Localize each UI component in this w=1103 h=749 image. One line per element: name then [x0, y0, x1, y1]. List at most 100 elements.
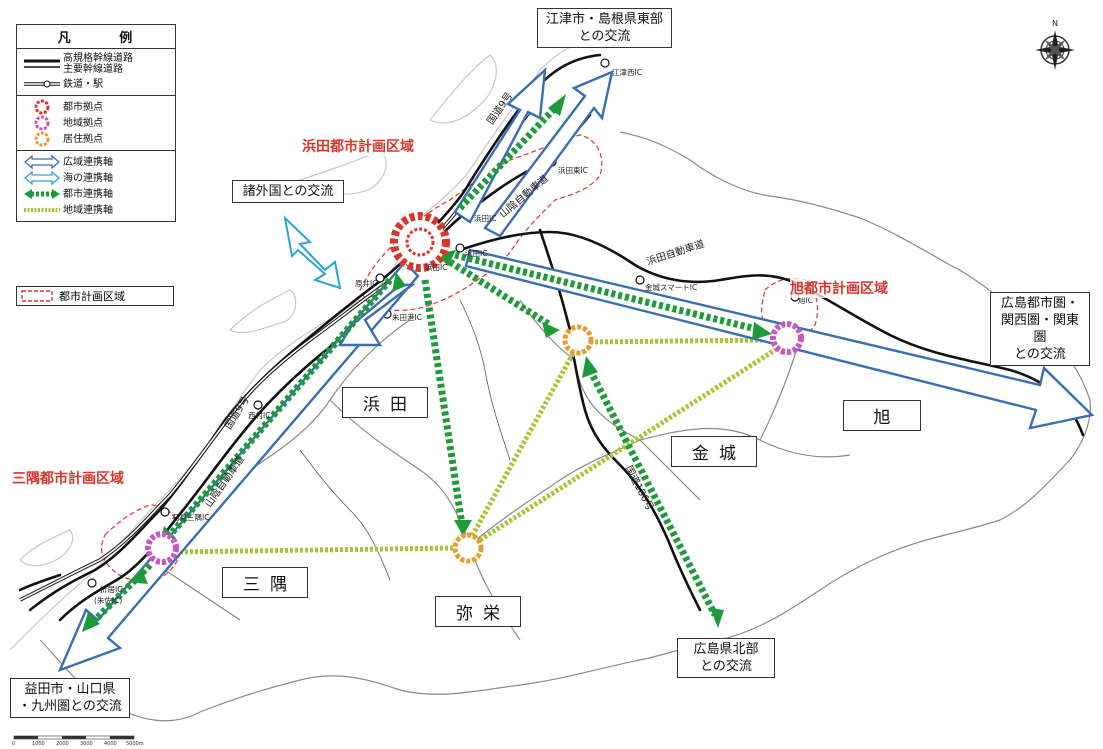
legend-item-regional-axis: 地域連携軸: [21, 202, 171, 218]
urban-axis-icon: [24, 189, 60, 199]
regional-axis-kanagi-asahi: [589, 337, 771, 345]
municipal-boundaries: [39, 131, 1091, 722]
ic-labels: 江津西IC 浜田東IC 浜田IC 浜田IC 浜田IC 金城スマートIC 旭IC …: [94, 68, 813, 605]
residential-core-icon: [34, 131, 50, 147]
legend-section-infrastructure: 高規格幹線道路主要幹線道路 鉄道・駅: [17, 49, 175, 96]
regional-axes: [174, 337, 777, 555]
rivers: [299, 299, 511, 581]
area-label-asahi: 旭: [843, 400, 921, 431]
exchange-text: 関西圏・関東圏: [1000, 313, 1079, 345]
urban-arrowhead: [710, 608, 724, 628]
urban-arrowhead: [128, 570, 148, 584]
legend-item-urban-core: 都市拠点: [21, 99, 171, 115]
legend-item-railway: 鉄道・駅: [21, 76, 171, 92]
ic-node: [375, 273, 385, 283]
ic-label: 浜田東IC: [558, 165, 588, 175]
urban-axis-asahi: [454, 251, 761, 334]
railway-symbol-icon: [24, 80, 60, 88]
urban-arrowhead: [542, 322, 560, 338]
urban-arrowhead: [752, 322, 772, 340]
regional-axis-misumi-yasaka: [174, 545, 456, 555]
sea-axis-icon: [24, 170, 60, 186]
ic-label: 江津西IC: [612, 68, 642, 77]
legend-label: 都市計画区域: [59, 290, 125, 303]
urban-arrowhead: [392, 272, 406, 292]
residential-core-kanagi: [562, 324, 594, 356]
urban-axis-hokubu: [586, 368, 719, 617]
scale-bar: 0 1000 2000 3000 4000 5000m: [12, 730, 152, 749]
urban-arrowhead: [454, 520, 472, 536]
exchange-text: との交流: [1014, 347, 1066, 362]
legend-item-plan-boundary: 都市計画区域: [16, 286, 174, 306]
regional-axis-yasaka-asahi: [478, 347, 777, 543]
compass-icon: N: [1035, 19, 1075, 70]
ic-label: 浜田IC: [465, 248, 487, 258]
ic-label: (朱佐IC): [94, 595, 122, 605]
plan-boundary-icon: [21, 290, 53, 302]
urban-core-hamada: [390, 212, 450, 272]
ic-node: [455, 243, 465, 253]
ic-label: 朱田港IC: [392, 312, 422, 322]
regional-core-misumi: [145, 531, 179, 565]
regional-axis-icon: [24, 208, 60, 212]
legend-label: 海の連携軸: [63, 172, 113, 184]
plan-label-asahi: 旭都市計画区域: [790, 278, 888, 298]
ic-label: 石見三隅IC: [172, 513, 209, 522]
legend: 凡 例 高規格幹線道路主要幹線道路 鉄道・駅 都市拠点 地域拠点 居住拠点 広域…: [16, 24, 176, 222]
residential-core-yasaka: [452, 532, 484, 564]
ic-label: 金城スマートIC: [645, 282, 697, 292]
legend-item-regional-core: 地域拠点: [21, 115, 171, 131]
legend-item-roads: 高規格幹線道路主要幹線道路: [21, 52, 171, 76]
ic-node: [635, 275, 645, 285]
exchange-text: 広島都市圏・: [1000, 296, 1079, 311]
wide-axis-icon: [24, 154, 60, 170]
ic-node: [160, 507, 170, 517]
legend-label: 広域連携軸: [63, 156, 113, 168]
exchange-box-masuda: 益田市・山口県 ・九州圏との交流: [10, 678, 130, 718]
legend-section-cores: 都市拠点 地域拠点 居住拠点: [17, 96, 175, 151]
scale-label: 3000: [80, 741, 93, 745]
legend-label: 地域拠点: [63, 117, 103, 129]
plan-label-misumi: 三隅都市計画区域: [12, 468, 124, 488]
wide-axis-gotsu-2: [483, 69, 614, 238]
legend-section-axes: 広域連携軸 海の連携軸 都市連携軸 地域連携軸: [17, 151, 175, 221]
scale-label: 4000: [104, 741, 117, 745]
ic-node: [600, 58, 610, 68]
area-label-hamada: 浜田: [342, 387, 428, 418]
sea-axis: [283, 215, 342, 290]
exchange-text: 諸外国との交流: [242, 184, 334, 199]
legend-label: 地域連携軸: [63, 204, 113, 216]
area-label-yasaka: 弥栄: [435, 596, 521, 627]
scale-label: 2000: [56, 741, 69, 745]
scale-label: 5000m: [126, 741, 144, 745]
road-label: 浜田自動車道: [645, 237, 706, 268]
legend-title: 凡 例: [17, 25, 175, 49]
ic-label: 折居IC: [100, 584, 122, 594]
wide-axis-gotsu: [453, 66, 547, 224]
ic-label: 西村IC: [248, 410, 270, 420]
legend-label: 高規格幹線道路: [63, 53, 133, 64]
legend-label: 主要幹線道路: [63, 64, 123, 75]
urban-axis-gotsu: [457, 105, 558, 211]
urban-axis-yasaka: [421, 279, 466, 526]
area-label-kanagi: 金城: [671, 436, 757, 467]
legend-item-sea-axis: 海の連携軸: [21, 170, 171, 186]
legend-item-residential-core: 居住拠点: [21, 131, 171, 147]
scale-label: 1000: [32, 741, 45, 745]
urban-arrowhead: [582, 356, 598, 378]
exchange-text: 益田市・山口県: [24, 682, 116, 697]
exchange-box-hokubu: 広島県北部 との交流: [677, 638, 775, 678]
legend-label: 居住拠点: [63, 133, 103, 145]
exchange-text: ・九州圏との交流: [18, 699, 122, 714]
legend-label: 都市連携軸: [63, 188, 113, 200]
area-label-misumi: 三隅: [222, 567, 308, 598]
exchange-box-gotsu: 江津市・島根県東部 との交流: [537, 8, 672, 48]
regional-axis-yasaka-kanagi: [467, 348, 578, 542]
ic-node: [253, 400, 263, 410]
legend-item-wide-axis: 広域連携軸: [21, 154, 171, 170]
legend-item-urban-axis: 都市連携軸: [21, 186, 171, 202]
exchange-text: との交流: [700, 659, 752, 674]
exchange-box-overseas: 諸外国との交流: [232, 180, 344, 203]
plan-label-hamada: 浜田都市計画区域: [302, 136, 414, 156]
